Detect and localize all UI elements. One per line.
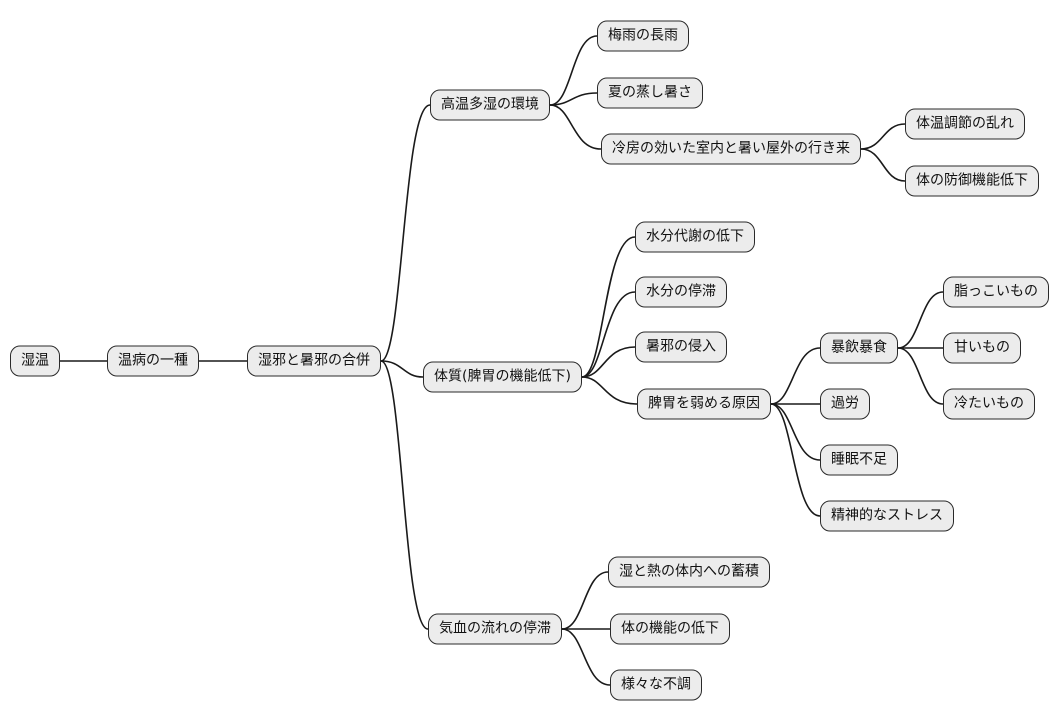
mindmap-node-b2c1[interactable]: 水分代謝の低下	[635, 221, 755, 253]
mindmap-link	[380, 104, 431, 362]
mindmap-link	[380, 360, 424, 378]
mindmap-node-b3c2[interactable]: 体の機能の低下	[610, 613, 730, 645]
mindmap-link	[770, 347, 821, 405]
mindmap-link	[549, 104, 602, 150]
mindmap-node-b2[interactable]: 体質(脾胃の機能低下)	[423, 361, 582, 393]
mindmap-node-b1[interactable]: 高温多湿の環境	[430, 89, 550, 121]
mindmap-link	[581, 376, 638, 405]
mindmap-node-b2c4c[interactable]: 睡眠不足	[820, 444, 898, 476]
mindmap-link	[581, 236, 636, 378]
mindmap-node-root[interactable]: 湿温	[10, 345, 60, 377]
mindmap-node-b1c3a[interactable]: 体温調節の乱れ	[905, 108, 1025, 140]
mindmap-node-b1c3b[interactable]: 体の防御機能低下	[905, 165, 1039, 197]
mindmap-link	[581, 291, 636, 378]
mindmap-link	[581, 346, 636, 378]
mindmap-node-b2c4d[interactable]: 精神的なストレス	[820, 500, 954, 532]
mindmap-link	[860, 148, 906, 182]
mindmap-link	[860, 123, 906, 150]
mindmap-node-n2[interactable]: 湿邪と暑邪の合併	[247, 345, 381, 377]
mindmap-node-b2c3[interactable]: 暑邪の侵入	[635, 331, 727, 363]
mindmap-node-b2c4a3[interactable]: 冷たいもの	[943, 388, 1035, 420]
mindmap-node-b2c4[interactable]: 脾胃を弱める原因	[637, 388, 771, 420]
mindmap-node-b2c4a1[interactable]: 脂っこいもの	[943, 276, 1049, 308]
mindmap-node-b3[interactable]: 気血の流れの停滞	[428, 613, 562, 645]
mindmap-node-b3c1[interactable]: 湿と熱の体内への蓄積	[608, 556, 770, 588]
mindmap-node-b2c4a[interactable]: 暴飲暴食	[820, 332, 898, 364]
mindmap-link	[770, 403, 821, 461]
mindmap-link	[561, 571, 609, 630]
mindmap-node-b3c3[interactable]: 様々な不調	[610, 669, 702, 701]
mindmap-link	[549, 35, 598, 106]
mindmap-node-b1c3[interactable]: 冷房の効いた室内と暑い屋外の行き来	[601, 133, 861, 165]
mindmap-link	[770, 403, 821, 517]
mindmap-link	[561, 628, 611, 686]
mindmap-link	[897, 347, 944, 405]
mindmap-link	[897, 291, 944, 349]
mindmap-node-b1c2[interactable]: 夏の蒸し暑さ	[597, 77, 703, 109]
mindmap-node-b2c2[interactable]: 水分の停滞	[635, 276, 727, 308]
mindmap-link	[380, 360, 429, 630]
mindmap-link	[549, 92, 598, 106]
mindmap-node-b2c4b[interactable]: 過労	[820, 388, 870, 420]
mindmap-node-n1[interactable]: 温病の一種	[107, 345, 199, 377]
mindmap-node-b1c1[interactable]: 梅雨の長雨	[597, 20, 689, 52]
mindmap-node-b2c4a2[interactable]: 甘いもの	[943, 332, 1021, 364]
